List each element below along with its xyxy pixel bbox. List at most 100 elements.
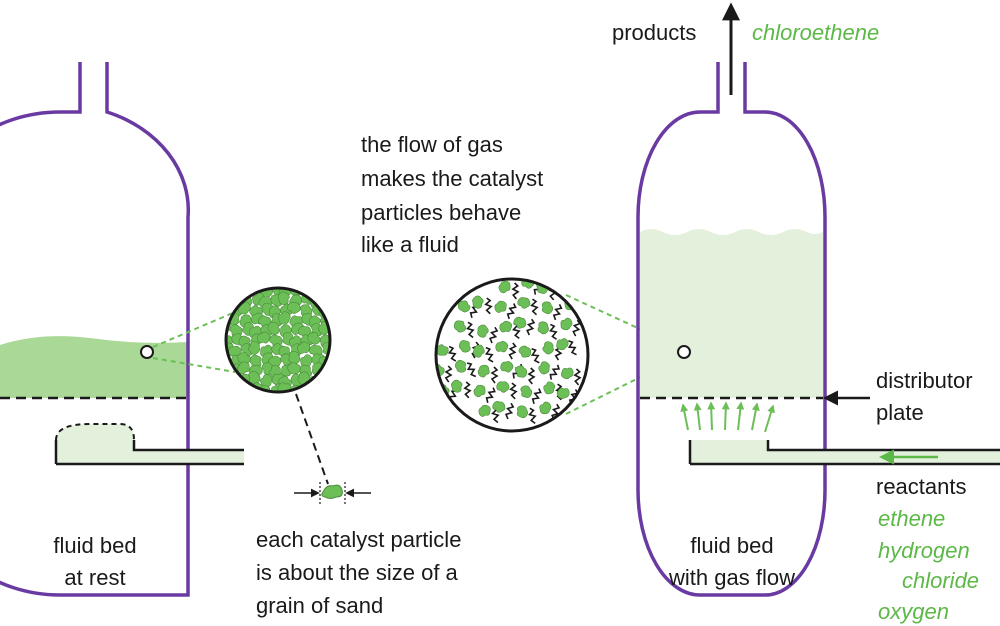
gas-flow-caption-line: the flow of gas — [361, 132, 503, 157]
catalyst-particle — [298, 325, 312, 338]
catalyst-particle — [498, 280, 511, 294]
gas-inlet-right — [688, 440, 1000, 466]
catalyst-particle — [492, 401, 506, 413]
catalyst-particle — [496, 381, 510, 393]
catalyst-particle — [473, 384, 486, 398]
rest-caption-line: at rest — [64, 565, 126, 590]
vessel-outline-left — [0, 62, 191, 597]
gas-flow-squiggle — [551, 403, 561, 421]
zoom-line-right-bottom — [565, 357, 680, 415]
catalyst-particle — [560, 317, 573, 331]
gas-flow-squiggle — [466, 321, 475, 339]
zoom-point-right — [677, 345, 691, 359]
gas-flow-squiggle — [484, 346, 494, 363]
catalyst-particle — [495, 340, 509, 353]
gas-flow-squiggle — [567, 340, 577, 356]
gas-flow-squiggle — [484, 297, 493, 315]
flow-caption-line: fluid bed — [690, 533, 774, 558]
gas-flow-squiggle — [528, 407, 537, 425]
gas-flow-caption-line: particles behave — [361, 200, 522, 225]
gas-flow-squiggle — [572, 319, 582, 337]
flow-caption-line: with gas flow — [669, 565, 795, 590]
gas-flow-caption-line: makes the catalyst — [361, 166, 544, 191]
magnified-bed-at-rest — [224, 286, 332, 394]
distributor-plate-label-line: plate — [876, 400, 924, 425]
vessel-outline-right — [636, 62, 827, 597]
gas-flow-squiggle — [504, 402, 515, 420]
catalyst-particle — [451, 379, 463, 393]
reactant-item: ethene — [878, 506, 946, 531]
zoom-point-left — [140, 345, 154, 359]
gas-flow-caption-line: like a fluid — [361, 232, 459, 257]
catalyst-particle — [457, 300, 471, 313]
catalyst-particle — [518, 345, 532, 358]
catalyst-particle — [560, 367, 574, 380]
catalyst-particle — [458, 340, 471, 353]
gas-flow-squiggle — [485, 387, 496, 403]
reactant-item: hydrogen — [878, 538, 970, 563]
gas-flow-squiggle — [509, 382, 518, 400]
catalyst-particle — [454, 359, 467, 373]
gas-flow-squiggle — [508, 342, 517, 360]
products-label: products — [612, 20, 697, 45]
catalyst-particle — [478, 404, 491, 417]
gas-flow-squiggle — [447, 345, 457, 362]
vessel-at-rest — [0, 62, 244, 597]
catalyst-particle — [477, 324, 489, 338]
gas-flow-squiggle — [489, 326, 499, 344]
zoom-line-left-bottom — [152, 357, 236, 373]
gas-flow-squiggle — [526, 318, 536, 336]
catalyst-particle — [287, 301, 301, 314]
rest-caption-line: fluid bed — [53, 533, 137, 558]
gas-flow-squiggle — [552, 304, 563, 321]
particle-pointer — [295, 393, 329, 485]
catalyst-particle — [516, 405, 529, 419]
catalyst-particle — [556, 338, 569, 351]
catalyst-particle — [288, 351, 301, 365]
gas-flow-squiggle — [573, 368, 582, 386]
gas-flow-squiggle — [530, 347, 540, 364]
catalyst-particle — [538, 361, 550, 375]
zoom-line-left-top — [152, 311, 236, 348]
reactant-item: oxygen — [878, 599, 949, 624]
gas-flow-squiggle — [511, 282, 520, 300]
catalyst-particle — [539, 401, 552, 415]
gas-flow-squiggle — [444, 365, 453, 383]
catalyst-particle — [537, 321, 549, 335]
gas-inlet-left — [54, 423, 244, 466]
catalyst-particle — [520, 385, 533, 398]
catalyst-particle — [472, 295, 484, 309]
gas-flow-squiggle — [490, 366, 499, 384]
gas-flow-squiggle — [527, 367, 536, 385]
gas-flow-squiggle — [530, 298, 539, 316]
catalyst-particle — [297, 371, 310, 385]
catalyst-particle — [453, 320, 467, 333]
catalyst-particle — [307, 332, 321, 345]
gas-flow-squiggle — [463, 381, 472, 399]
catalyst-particle — [237, 361, 250, 375]
catalyst-particle — [541, 301, 554, 315]
particle-caption-line: is about the size of a — [256, 560, 458, 585]
catalyst-particle — [513, 316, 527, 329]
gas-flow-squiggle — [531, 388, 542, 405]
catalyst-particle — [556, 387, 570, 400]
catalyst-particle — [309, 344, 323, 357]
gas-flow-squiggle — [506, 303, 517, 320]
catalyst-particle — [287, 362, 301, 374]
catalyst-particle — [515, 365, 528, 378]
gas-flow-squiggle — [549, 364, 561, 380]
catalyst-particle — [500, 361, 514, 373]
magnified-bed-fluidised — [434, 277, 590, 433]
catalyst-particle — [297, 341, 311, 354]
fluid-bed-with-gas-flow — [640, 229, 823, 398]
vessel-with-gas-flow — [636, 62, 1000, 597]
catalyst-particle — [494, 300, 507, 313]
catalyst-particle — [267, 322, 281, 335]
particle-caption-line: grain of sand — [256, 593, 384, 618]
catalyst-particle — [517, 297, 531, 309]
catalyst-particle — [278, 311, 291, 325]
catalyst-particle — [543, 381, 556, 395]
distributor-plate-label-line: distributor — [876, 368, 973, 393]
catalyst-particle — [277, 291, 290, 305]
